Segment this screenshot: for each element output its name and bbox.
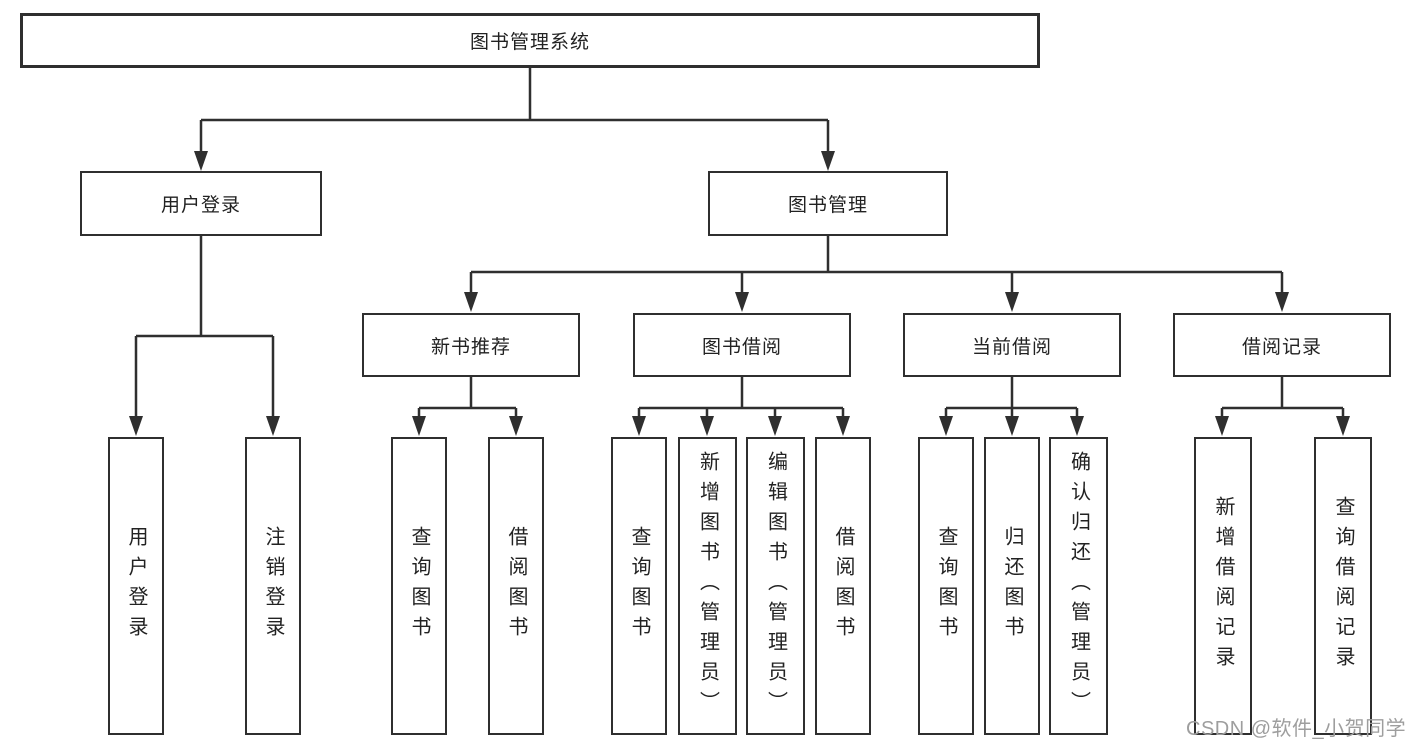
node-label: 图书管理 — [787, 195, 868, 216]
csdn-watermark: CSDN @软件_小贺同学 — [1186, 718, 1405, 740]
leaf-label: 借阅图书 — [505, 526, 527, 646]
leaf-label: 用户登录 — [125, 526, 147, 646]
leaf-label: 查询图书 — [935, 526, 957, 646]
leaf-logout: 注销登录 — [245, 437, 301, 735]
leaf-label: 新增图书（管理员） — [696, 451, 719, 721]
leaf-borrow-books-2: 借阅图书 — [815, 437, 871, 735]
leaf-query-borrow-record: 查询借阅记录 — [1314, 437, 1372, 735]
node-label: 图书借阅 — [701, 336, 782, 358]
leaf-label: 查询借阅记录 — [1332, 496, 1354, 676]
node-book-management: 图书管理 — [708, 171, 948, 236]
leaf-return-books: 归还图书 — [984, 437, 1040, 735]
leaf-label: 查询图书 — [408, 526, 430, 646]
leaf-label: 确认归还（管理员） — [1067, 451, 1090, 721]
leaf-confirm-return-admin: 确认归还（管理员） — [1049, 437, 1108, 735]
node-user-login: 用户登录 — [80, 171, 322, 236]
node-label: 当前借阅 — [971, 336, 1052, 358]
node-label: 新书推荐 — [430, 336, 511, 358]
leaf-label: 新增借阅记录 — [1212, 496, 1234, 676]
leaf-add-borrow-record: 新增借阅记录 — [1194, 437, 1252, 735]
leaf-label: 借阅图书 — [832, 526, 854, 646]
leaf-add-books-admin: 新增图书（管理员） — [678, 437, 737, 735]
node-book-borrowing: 图书借阅 — [633, 313, 851, 377]
leaf-query-books-1: 查询图书 — [391, 437, 447, 735]
leaf-edit-books-admin: 编辑图书（管理员） — [746, 437, 805, 735]
leaf-label: 注销登录 — [262, 526, 284, 646]
node-library-management-system: 图书管理系统 — [20, 13, 1040, 68]
leaf-borrow-books-1: 借阅图书 — [488, 437, 544, 735]
leaf-query-books-3: 查询图书 — [918, 437, 974, 735]
node-current-borrowing: 当前借阅 — [903, 313, 1121, 377]
leaf-label: 编辑图书（管理员） — [764, 451, 787, 721]
node-new-book-recommend: 新书推荐 — [362, 313, 580, 377]
leaf-label: 查询图书 — [628, 526, 650, 646]
leaf-label: 归还图书 — [1001, 526, 1023, 646]
node-borrowing-records: 借阅记录 — [1173, 313, 1391, 377]
node-label: 用户登录 — [160, 195, 241, 216]
node-label: 借阅记录 — [1241, 336, 1322, 358]
leaf-user-login: 用户登录 — [108, 437, 164, 735]
leaf-query-books-2: 查询图书 — [611, 437, 667, 735]
node-label: 图书管理系统 — [469, 32, 590, 53]
connector-paths — [134, 68, 1345, 418]
arrowheads — [129, 151, 1350, 436]
